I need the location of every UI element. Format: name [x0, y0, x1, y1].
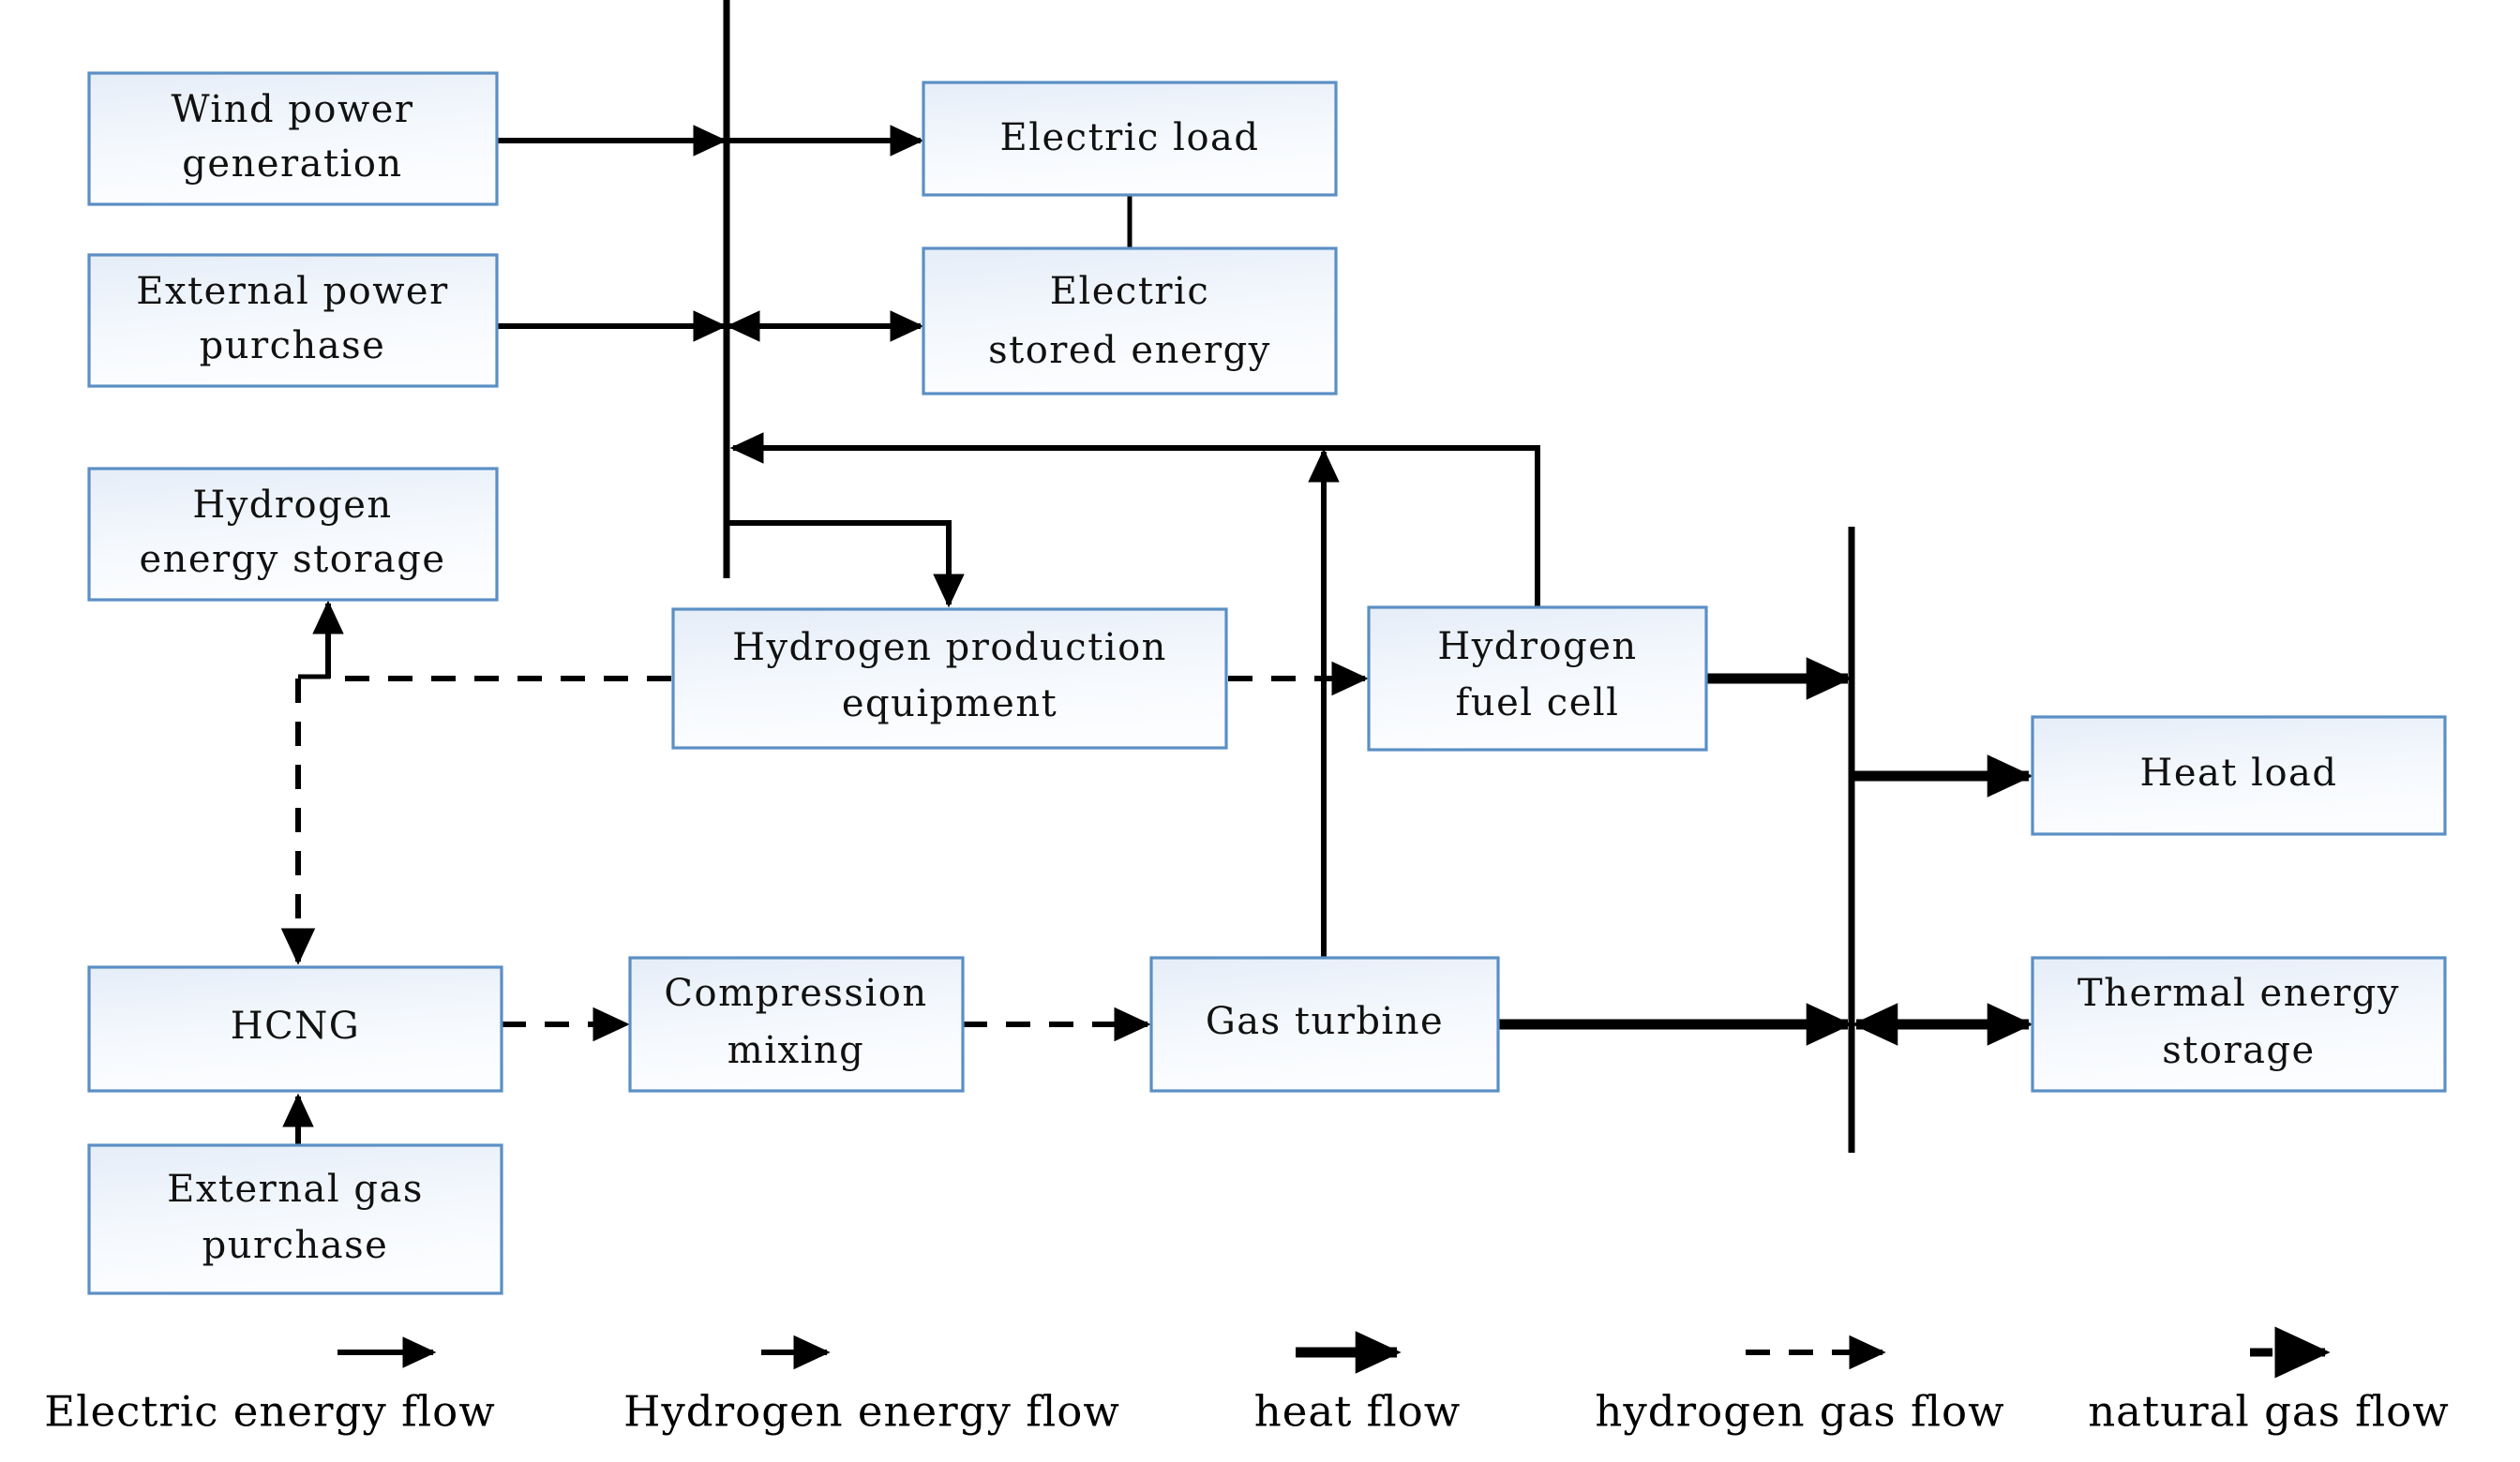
node-label-wind-power-generation-line2: generation: [182, 142, 402, 186]
node-electric-load[interactable]: [922, 81, 1338, 197]
node-compression-mixing[interactable]: [628, 956, 965, 1093]
legend: Electric energy flow Hydrogen energy flo…: [44, 1326, 2450, 1437]
node-hcng[interactable]: [87, 965, 503, 1093]
legend-label-electric-energy-flow: Electric energy flow: [44, 1387, 496, 1437]
legend-item-electric-energy-flow: Electric energy flow: [44, 1336, 496, 1437]
edge-electric-bus-to-h2-production: [727, 520, 965, 608]
node-label-hydrogen-fuel-cell-line1: Hydrogen: [1437, 625, 1637, 668]
node-label-wind-power-generation-line1: Wind power: [171, 88, 413, 131]
node-label-hydrogen-energy-storage-line2: energy storage: [139, 538, 445, 581]
node-external-power-purchase[interactable]: [87, 253, 499, 388]
node-label-hydrogen-production-equipment-line1: Hydrogen production: [732, 626, 1167, 669]
legend-label-heat-flow: heat flow: [1254, 1387, 1462, 1437]
legend-item-hydrogen-gas-flow: hydrogen gas flow: [1595, 1335, 2004, 1437]
node-hydrogen-production-equipment[interactable]: [671, 607, 1228, 750]
node-label-electric-stored-energy-line1: Electric: [1050, 270, 1209, 313]
node-external-gas-purchase[interactable]: [87, 1143, 503, 1295]
node-label-external-power-purchase-line1: External power: [136, 270, 448, 313]
node-label-external-gas-purchase-line2: purchase: [202, 1224, 389, 1267]
edge-fuel-cell-to-electric-bus: [729, 432, 1540, 607]
node-label-hydrogen-energy-storage-line1: Hydrogen: [192, 484, 392, 527]
node-label-electric-load: Electric load: [1000, 116, 1260, 159]
node-label-thermal-energy-storage-line1: Thermal energy: [2078, 972, 2400, 1015]
node-electric-stored-energy[interactable]: [922, 246, 1338, 395]
legend-item-heat-flow: heat flow: [1254, 1331, 1462, 1437]
node-label-hydrogen-production-equipment-line2: equipment: [842, 682, 1058, 725]
node-heat-load[interactable]: [2031, 715, 2447, 836]
node-label-hydrogen-fuel-cell-line2: fuel cell: [1456, 681, 1620, 724]
node-label-electric-stored-energy-line2: stored energy: [988, 329, 1271, 372]
node-thermal-energy-storage[interactable]: [2031, 956, 2447, 1093]
node-label-compression-mixing-line2: mixing: [728, 1029, 864, 1072]
legend-label-hydrogen-energy-flow: Hydrogen energy flow: [623, 1387, 1120, 1437]
node-label-external-power-purchase-line2: purchase: [200, 324, 386, 367]
legend-label-natural-gas-flow: natural gas flow: [2088, 1387, 2450, 1437]
legend-label-hydrogen-gas-flow: hydrogen gas flow: [1595, 1387, 2004, 1437]
edge-h2-storage-to-hcng: [280, 674, 330, 965]
node-gas-turbine[interactable]: [1149, 956, 1500, 1093]
node-label-gas-turbine: Gas turbine: [1206, 1000, 1444, 1043]
node-label-thermal-energy-storage-line2: storage: [2162, 1029, 2315, 1072]
node-label-hcng: HCNG: [231, 1005, 360, 1048]
node-hydrogen-energy-storage[interactable]: [87, 467, 499, 602]
node-wind-power-generation[interactable]: [87, 71, 499, 206]
legend-item-hydrogen-energy-flow: Hydrogen energy flow: [623, 1335, 1120, 1437]
legend-item-natural-gas-flow: natural gas flow: [2088, 1326, 2450, 1437]
node-hydrogen-fuel-cell[interactable]: [1367, 605, 1708, 752]
node-label-external-gas-purchase-line1: External gas: [167, 1168, 424, 1211]
node-label-compression-mixing-line1: Compression: [664, 972, 927, 1015]
node-label-heat-load: Heat load: [2139, 752, 2337, 795]
edge-h2-production-to-h2-storage: [312, 600, 671, 681]
